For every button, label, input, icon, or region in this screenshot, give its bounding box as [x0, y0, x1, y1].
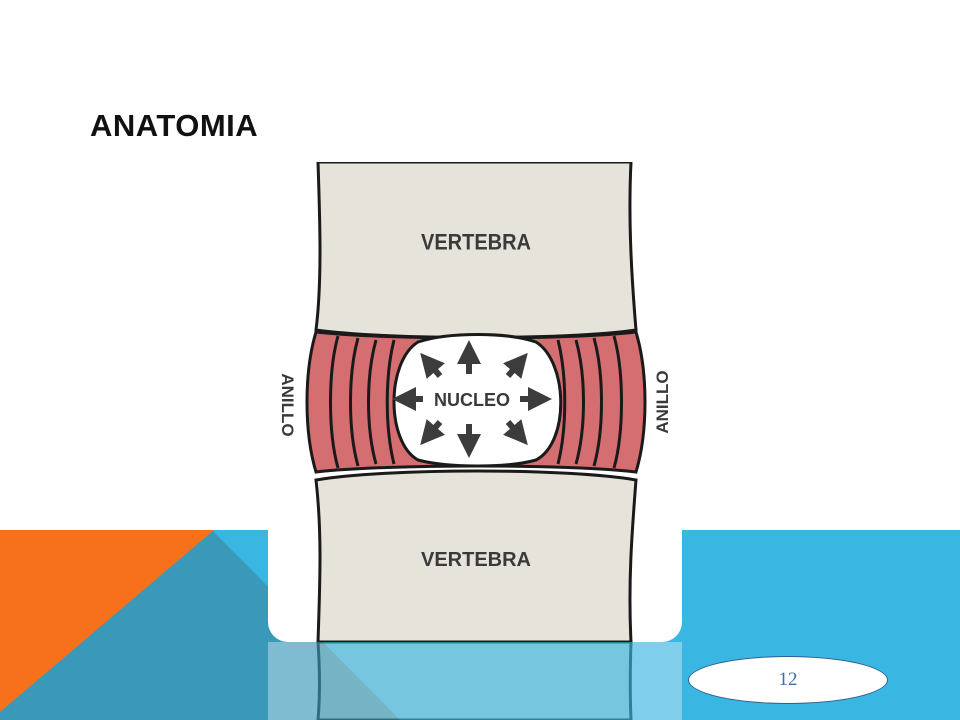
annulus-lines-left [329, 335, 396, 469]
arrow-up-right [503, 352, 528, 379]
spine-disc-diagram: VERTEBRA VERTEBRA NUCLEO ANILLO ANILLO [268, 162, 682, 642]
vertebra-bottom-label: VERTEBRA [421, 549, 531, 571]
slide-title: ANATOMIA [90, 108, 259, 143]
annulus-left-label: ANILLO [278, 373, 297, 436]
page-number-badge: 12 [688, 656, 888, 704]
vertebra-bottom-shape [314, 469, 638, 642]
pressure-arrows [392, 340, 552, 458]
vertebra-top-label: VERTEBRA [421, 231, 531, 255]
arrow-up-left [420, 352, 445, 379]
background-orange-triangle [0, 530, 214, 712]
diagram-reflection [268, 642, 682, 720]
page-number: 12 [778, 669, 798, 690]
annulus-lines-right [556, 335, 623, 469]
nucleus-label: NUCLEO [434, 390, 510, 410]
annulus-right-label: ANILLO [653, 370, 672, 433]
arrow-down-left [420, 419, 445, 446]
arrow-down-right [503, 419, 528, 446]
